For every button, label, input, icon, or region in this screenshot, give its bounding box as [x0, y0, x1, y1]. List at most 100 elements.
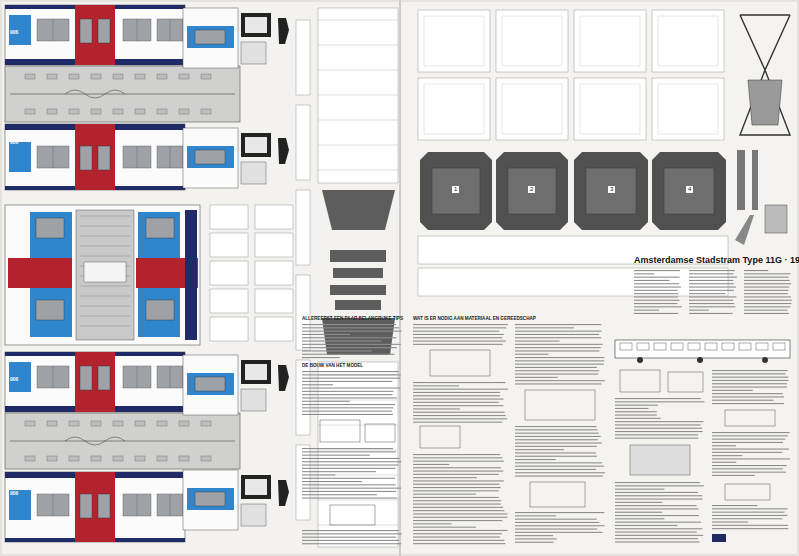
sheet-art: [80, 494, 92, 518]
sheet-art: [10, 441, 235, 442]
sheet-art: [615, 398, 701, 399]
sheet-art: [183, 470, 238, 530]
sheet-art: [615, 502, 662, 503]
sheet-art: [296, 275, 310, 350]
sheet-art: [712, 380, 788, 381]
part-number: 2: [528, 186, 535, 193]
sheet-art: [302, 484, 396, 485]
sheet-art: [515, 341, 560, 342]
sheet-art: [515, 357, 604, 358]
sheet-art: [712, 449, 789, 450]
sheet-art: [37, 366, 69, 388]
sheet-art: [318, 45, 398, 46]
sheet-art: [210, 233, 248, 257]
sheet-art: [712, 475, 755, 476]
sheet-art: [75, 124, 115, 190]
sheet-art: [210, 261, 248, 285]
sheet-art: [157, 494, 183, 516]
sheet-art: [413, 513, 508, 514]
sheet-art: [413, 402, 499, 403]
sheet-art: [255, 317, 293, 341]
sheet-art: [91, 74, 101, 79]
sheet-art: [615, 522, 701, 523]
sheet-art: [80, 246, 130, 247]
sheet-art: [413, 523, 451, 524]
part-number: 1: [452, 186, 459, 193]
sheet-art: [744, 273, 790, 274]
sheet-art: [302, 378, 400, 379]
sheet-art: [318, 170, 398, 171]
sheet-art: [302, 334, 350, 335]
sheet-art: [302, 411, 392, 412]
sheet-art: [712, 439, 785, 440]
sheet-art: [744, 287, 789, 288]
tram-number: 906: [10, 491, 18, 497]
sheet-art: [508, 168, 556, 214]
sheet-art: [318, 425, 398, 426]
sheet-art: [5, 352, 185, 412]
sheet-art: [689, 303, 734, 304]
sheet-art: [5, 413, 240, 469]
sheet-art: [574, 78, 646, 140]
sheet-art: [615, 415, 657, 416]
sheet-art: [302, 488, 401, 489]
sheet-art: [123, 146, 151, 168]
sheet-art: [413, 337, 502, 338]
sheet-art: [2, 2, 399, 554]
sheet-art: [9, 15, 31, 45]
sheet-art: [413, 471, 503, 472]
sheet-art: [302, 397, 397, 398]
sheet-art: [515, 374, 598, 375]
sheet-art: [302, 327, 399, 328]
sheet-art: [515, 337, 601, 338]
sheet-art: [255, 261, 293, 285]
sheet-art: [637, 357, 643, 363]
sheet-art: [634, 296, 678, 297]
sheet-art: [615, 528, 702, 529]
sheet-art: [413, 334, 504, 335]
sheet-art: [620, 343, 632, 350]
sheet-art: [615, 541, 699, 542]
sheet-art: [137, 19, 138, 41]
sheet-title: Amsterdamse Stadstram Type 11G · 1989: [634, 256, 799, 266]
sheet-art: [634, 306, 682, 307]
sheet-art: [615, 340, 790, 358]
sheet-art: [496, 10, 568, 72]
sheet-art: [278, 138, 289, 164]
sheet-art: [515, 433, 599, 434]
sheet-art: [137, 366, 138, 388]
sheet-art: [47, 421, 57, 426]
sheet-art: [9, 490, 31, 520]
sheet-art: [302, 344, 401, 345]
sheet-art: [210, 317, 248, 341]
sheet-art: [515, 459, 556, 460]
sheet-art: [744, 313, 789, 314]
sheet-art: [418, 268, 728, 296]
sheet-art: [420, 426, 460, 448]
sheet-art: [255, 289, 293, 313]
sheet-art: [515, 519, 597, 520]
sheet-art: [195, 377, 225, 391]
sheet-art: [712, 525, 788, 526]
sheet-art: [195, 492, 225, 506]
sheet-art: [255, 233, 293, 257]
sheet-art: [515, 476, 603, 477]
sheet-art: [179, 109, 189, 114]
sheet-art: [80, 226, 130, 227]
sheet-art: [725, 484, 770, 500]
sheet-art: [98, 366, 110, 390]
sheet-art: [413, 464, 449, 465]
sheet-art: [737, 150, 745, 210]
sheet-art: [634, 313, 678, 314]
sheet-art: [80, 146, 92, 170]
sheet-art: [135, 421, 145, 426]
part-number: 4: [686, 186, 693, 193]
sheet-art: [365, 424, 395, 442]
sheet-art: [689, 300, 733, 301]
sheet-art: [671, 343, 683, 350]
sheet-art: [515, 439, 598, 440]
sheet-art: [413, 327, 506, 328]
sheet-art: [401, 2, 797, 554]
sheet-art: [91, 109, 101, 114]
sheet-art: [157, 456, 167, 461]
